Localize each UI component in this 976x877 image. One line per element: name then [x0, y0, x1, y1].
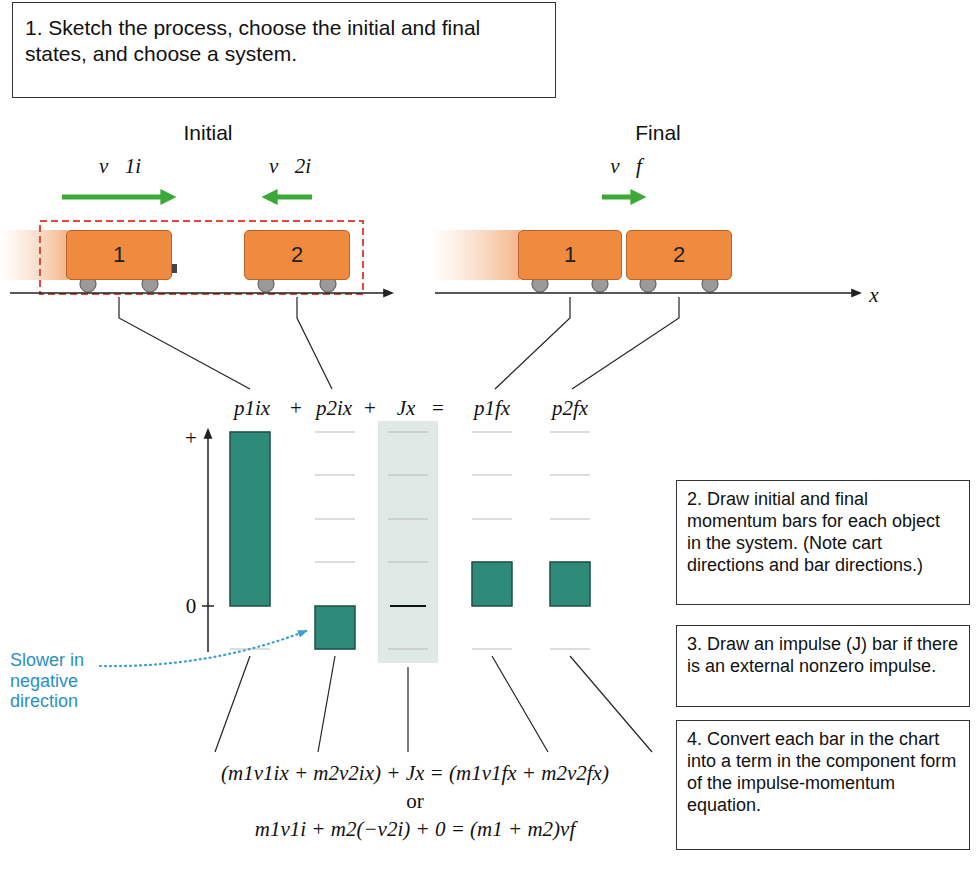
step-text: 1. Sketch the process, choose the initia…	[25, 15, 543, 66]
impulse-bar	[390, 605, 426, 607]
velocity-label: v⃗1i	[99, 154, 141, 178]
impulse-band	[378, 421, 438, 663]
momentum-term: p2ix	[316, 396, 352, 420]
leader-line	[495, 297, 570, 389]
cart-number: 1	[113, 242, 125, 268]
cart-body: 1	[518, 230, 622, 280]
velocity-arrow	[62, 195, 170, 200]
momentum-term: p1fx	[474, 396, 510, 420]
momentum-term: p2fx	[552, 396, 588, 420]
leader-line	[407, 667, 408, 752]
equation-connector: or	[406, 789, 424, 813]
state-heading: Final	[635, 121, 681, 145]
velocity-label: v⃗2i	[269, 154, 311, 178]
motion-shading	[430, 230, 520, 280]
callout-note: Slower in negative direction	[10, 650, 110, 712]
cart-body: 2	[626, 230, 732, 280]
leader-line	[297, 297, 332, 389]
axis-label: x	[869, 283, 878, 307]
equation: (m1v1ix + m2v2ix) + Jx = (m1v1fx + m2v2f…	[221, 761, 609, 785]
operator: +	[364, 396, 376, 420]
velocity-arrow	[602, 195, 640, 200]
equation: m1v1i + m2(−v2i) + 0 = (m1 + m2)vf	[255, 817, 575, 841]
cart-number: 2	[673, 242, 685, 268]
system-boundary	[40, 221, 363, 294]
axis-label: 0	[186, 594, 197, 618]
axis-label: +	[185, 426, 197, 450]
state-heading: Initial	[183, 121, 232, 145]
momentum-axis	[207, 430, 209, 652]
leader-line	[572, 297, 679, 389]
step-text: 3. Draw an impulse (J) bar if there is a…	[687, 634, 959, 678]
step-box: 3. Draw an impulse (J) bar if there is a…	[676, 625, 970, 707]
cart-number: 2	[291, 242, 303, 268]
leader-line	[119, 297, 250, 389]
cart-number: 1	[564, 242, 576, 268]
step-text: 4. Convert each bar in the chart into a …	[687, 729, 959, 817]
ground-line	[10, 292, 392, 294]
cart-body: 1	[66, 230, 172, 280]
momentum-bar	[315, 606, 355, 649]
operator: +	[290, 396, 302, 420]
x-axis	[435, 292, 860, 294]
momentum-term: p1ix	[234, 396, 270, 420]
step-box: 1. Sketch the process, choose the initia…	[12, 2, 556, 98]
operator: =	[432, 396, 444, 420]
momentum-bar	[230, 432, 270, 606]
momentum-bar	[550, 562, 590, 606]
velocity-label: v⃗f	[610, 154, 642, 178]
leader-line	[318, 656, 335, 752]
leader-line	[492, 656, 548, 752]
motion-shading	[0, 230, 68, 280]
momentum-bar	[472, 562, 512, 606]
cart-body: 2	[244, 230, 350, 280]
step-text: 2. Draw initial and final momentum bars …	[687, 489, 959, 577]
grid-dash	[230, 432, 590, 649]
impulse-term: Jx	[397, 396, 416, 420]
callout-arrow	[100, 631, 306, 666]
velocity-arrow	[268, 195, 312, 200]
leader-line	[215, 656, 250, 752]
step-box: 2. Draw initial and final momentum bars …	[676, 480, 970, 605]
step-box: 4. Convert each bar in the chart into a …	[676, 720, 970, 850]
leader-line	[570, 656, 652, 752]
axis-tick	[202, 605, 214, 607]
